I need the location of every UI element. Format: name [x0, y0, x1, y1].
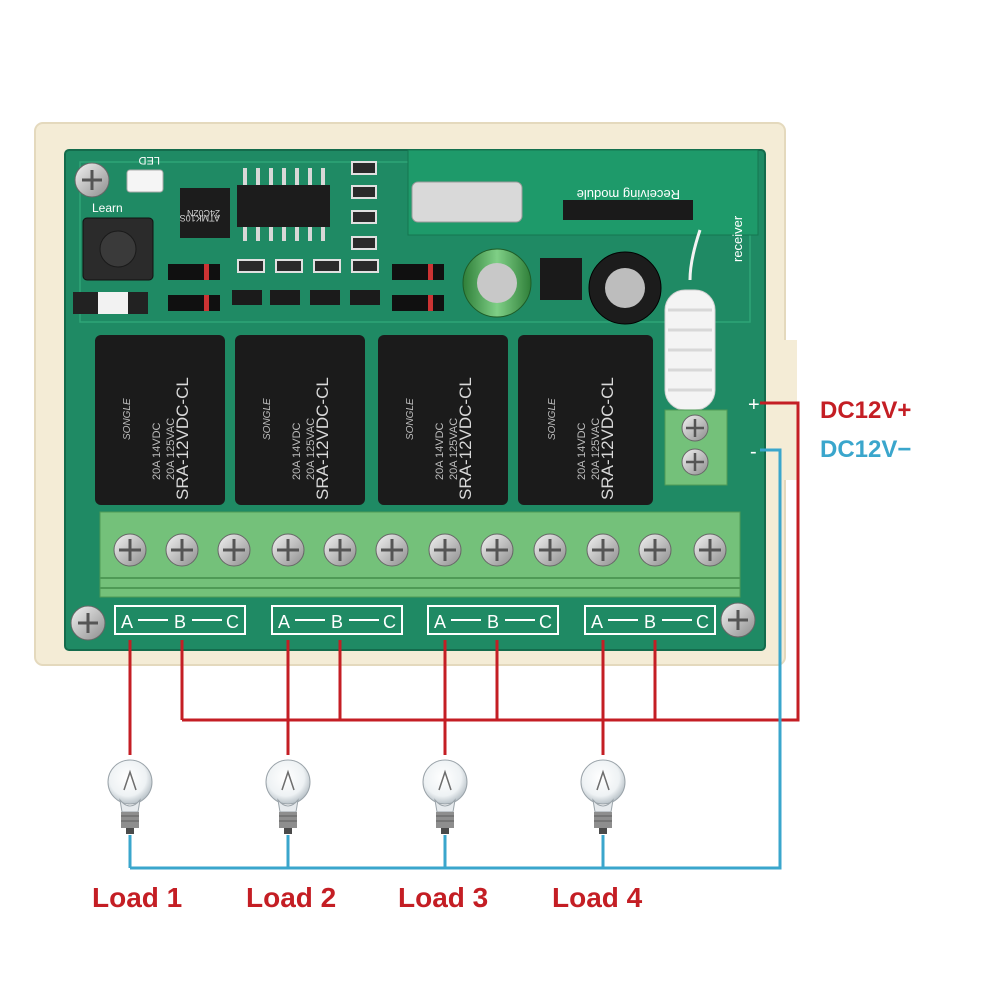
electrolytic-capacitor: [588, 251, 662, 325]
relay-brand: SONGLE: [405, 398, 416, 440]
plastic-case-right-tab: [775, 340, 797, 480]
terminal-c-label: C: [383, 612, 396, 632]
terminal-screw-icon[interactable]: [681, 414, 709, 442]
crystal: [411, 181, 523, 223]
dc-positive-label: DC12V+: [820, 397, 911, 424]
smd-resistors: [237, 161, 379, 273]
terminal-b-label: B: [174, 612, 186, 632]
relay: SRA-12VDC-CL 20A 14VDC 20A 125VAC SONGLE: [95, 335, 225, 505]
light-bulb-icon: [265, 759, 311, 834]
terminal-b-label: B: [487, 612, 499, 632]
load-2-label: Load 2: [246, 882, 336, 913]
relay: SRA-12VDC-CL 20A 14VDC 20A 125VAC SONGLE: [235, 335, 365, 505]
light-bulb-icon: [422, 759, 468, 834]
relay-brand: SONGLE: [547, 398, 558, 440]
terminal-a-label: A: [121, 612, 133, 632]
power-plus-mark: +: [748, 394, 760, 416]
terminal-label-group: A B C: [114, 605, 246, 635]
terminal-c-label: C: [226, 612, 239, 632]
terminal-screw-icon: [165, 533, 199, 567]
learn-button-cap[interactable]: [99, 230, 137, 268]
dc-negative-label: DC12V−: [820, 436, 911, 463]
eeprom-chip: [180, 188, 230, 238]
antenna-coil: [664, 229, 716, 411]
relay: SRA-12VDC-CL 20A 14VDC 20A 125VAC SONGLE: [518, 335, 653, 505]
terminal-screw-icon: [375, 533, 409, 567]
chip2-label: 24C02N: [187, 208, 220, 218]
relay-brand: SONGLE: [122, 398, 133, 440]
terminal-a-label: A: [278, 612, 290, 632]
load-1-label: Load 1: [92, 882, 182, 913]
relay: SRA-12VDC-CL 20A 14VDC 20A 125VAC SONGLE: [378, 335, 508, 505]
light-bulb-icon: [107, 759, 153, 834]
relay-rating: 20A 125VAC: [448, 418, 460, 480]
terminal-c-label: C: [539, 612, 552, 632]
terminal-screw-icon: [480, 533, 514, 567]
receiver-module-label: Receiving module: [577, 187, 680, 202]
status-led: [126, 169, 164, 193]
relay-rating: 20A 125VAC: [305, 418, 317, 480]
screw-icon: [720, 602, 756, 638]
chip-pins: [243, 168, 325, 241]
terminal-screw-icon: [693, 533, 727, 567]
relay-model: SRA-12VDC-CL: [173, 377, 192, 500]
decoder-chip: [237, 185, 330, 227]
relay-rating: 20A 125VAC: [590, 418, 602, 480]
terminal-screw-icon: [271, 533, 305, 567]
terminal-screw-icon: [323, 533, 357, 567]
learn-label: Learn: [92, 201, 123, 215]
terminal-screw-icon: [217, 533, 251, 567]
terminal-label-group: A B C: [427, 605, 559, 635]
diodes: [168, 264, 444, 311]
power-minus-mark: -: [750, 441, 757, 463]
electrolytic-capacitor: [462, 248, 532, 318]
terminal-c-label: C: [696, 612, 709, 632]
terminal-screw-icon: [113, 533, 147, 567]
relay-rating: 20A 14VDC: [291, 422, 303, 480]
terminal-screw-icon: [638, 533, 672, 567]
transistors: [232, 290, 380, 305]
receiver-side-label: receiver: [730, 215, 745, 262]
terminal-b-label: B: [644, 612, 656, 632]
output-terminal-strip: [99, 511, 741, 598]
terminal-a-label: A: [591, 612, 603, 632]
negative-wiring: [128, 448, 782, 870]
relay-model: SRA-12VDC-CL: [313, 377, 332, 500]
screw-icon: [70, 605, 106, 641]
jumper-cap: [98, 292, 128, 314]
relay-model: SRA-12VDC-CL: [456, 377, 475, 500]
terminal-screw-icon[interactable]: [681, 448, 709, 476]
relay-rating: 20A 125VAC: [165, 418, 177, 480]
terminal-label-group: A B C: [271, 605, 403, 635]
load-3-label: Load 3: [398, 882, 488, 913]
relay-rating: 20A 14VDC: [576, 422, 588, 480]
terminal-a-label: A: [434, 612, 446, 632]
relay-brand: SONGLE: [262, 398, 273, 440]
positive-wiring: [128, 401, 800, 755]
terminal-b-label: B: [331, 612, 343, 632]
relay-model: SRA-12VDC-CL: [598, 377, 617, 500]
chip1-label: ATMK10S: [180, 213, 220, 223]
led-label: LED: [139, 154, 160, 166]
relay-rating: 20A 14VDC: [151, 422, 163, 480]
voltage-regulator: [540, 258, 582, 300]
terminal-screw-icon: [428, 533, 462, 567]
terminal-screws[interactable]: [113, 533, 727, 567]
terminal-screw-icon: [533, 533, 567, 567]
load-4-label: Load 4: [552, 882, 643, 913]
light-bulb-icon: [580, 759, 626, 834]
receiver-chip: [563, 200, 693, 220]
relay-rating: 20A 14VDC: [434, 422, 446, 480]
terminal-screw-icon: [586, 533, 620, 567]
terminal-label-group: A B C: [584, 605, 716, 635]
screw-icon: [74, 162, 110, 198]
